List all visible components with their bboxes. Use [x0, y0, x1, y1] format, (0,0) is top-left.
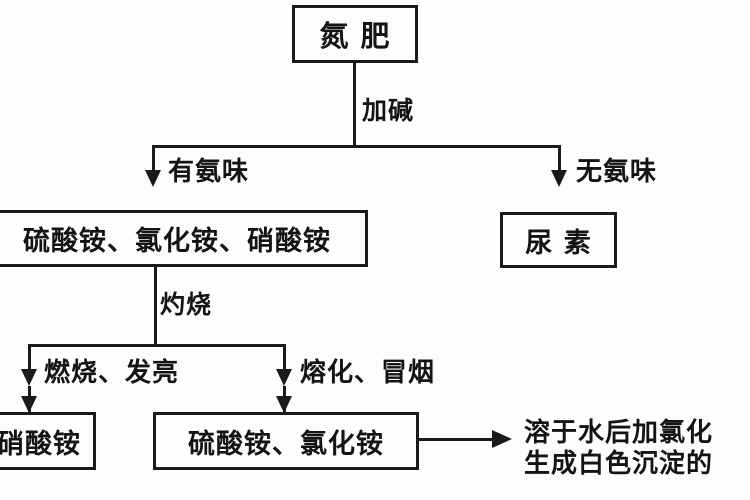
- node-nitrogen-fertilizer: 氮 肥: [292, 5, 418, 63]
- node-ammonium-salts-three: 硫酸铵、氯化铵、硝酸铵: [0, 210, 368, 267]
- arrowhead-burns-and-glows: [21, 369, 37, 386]
- connector-top-split-bar: [152, 145, 561, 148]
- node-ammonium-nitrate: 硝酸铵: [0, 412, 96, 470]
- node-sulfate-chloride: 硫酸铵、氯化铵: [153, 412, 419, 470]
- node-urea: 尿 素: [500, 212, 617, 268]
- arrowhead-melts-and-smokes: [276, 369, 292, 386]
- edge-label-melts-and-smokes: 熔化、冒烟: [300, 358, 436, 388]
- arrowhead-ammonium-nitrate: [21, 396, 37, 413]
- connector-mid-right-leg: [283, 344, 286, 376]
- connector-ammonium-trunk: [154, 267, 157, 347]
- arrowhead-no-ammonia-smell: [551, 170, 567, 187]
- connector-top-right-leg: [558, 145, 561, 177]
- edge-label-ignite: 灼烧: [160, 290, 213, 319]
- connector-to-conclusion: [419, 438, 497, 441]
- edge-label-add-alkali: 加碱: [362, 96, 415, 125]
- edge-label-has-ammonia-smell: 有氨味: [168, 157, 250, 187]
- connector-top-left-leg: [152, 145, 155, 177]
- arrowhead-conclusion: [492, 430, 512, 448]
- connector-fertilizer-trunk: [353, 63, 356, 148]
- conclusion-text: 溶于水后加氯化 生成白色沉淀的: [524, 418, 713, 479]
- connector-mid-left-leg: [28, 344, 31, 376]
- conclusion-line-2: 生成白色沉淀的: [524, 448, 714, 479]
- arrowhead-has-ammonia-smell: [145, 170, 161, 187]
- edge-label-no-ammonia-smell: 无氨味: [576, 157, 658, 187]
- connector-mid-split-bar: [28, 344, 286, 347]
- conclusion-line-1: 溶于水后加氯化: [524, 418, 714, 448]
- edge-label-burns-and-glows: 燃烧、发亮: [44, 358, 180, 388]
- arrowhead-sulfate-chloride: [276, 396, 292, 413]
